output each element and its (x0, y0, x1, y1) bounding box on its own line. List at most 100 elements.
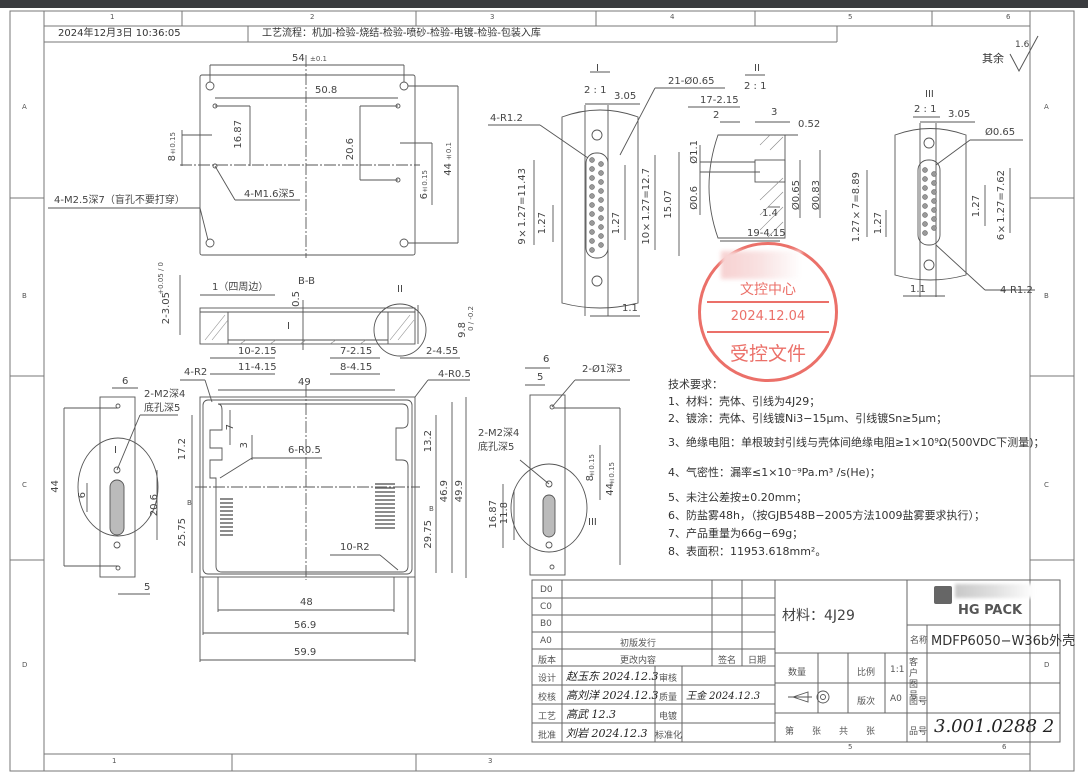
dim-59-9: 59.9 (294, 647, 317, 658)
dim-phi-0-65: Ø0.65 (791, 180, 802, 211)
section-marker-b-right: B (429, 505, 434, 513)
dim-20-6: 20.6 (149, 494, 160, 517)
customer-drawing-label: 客户图号 (909, 658, 919, 701)
dim-1-1: 1.1 (622, 303, 638, 314)
version-label: 版次 (857, 697, 876, 707)
rev-a0-content: 初版发行 (620, 639, 657, 649)
column-label-2: 2 (310, 13, 315, 21)
detail-title: III (925, 89, 934, 100)
dim-3-05: 3.05 (614, 91, 637, 102)
dim-9x1-27: 9×1.27=11.43 (517, 168, 528, 245)
requirements-title: 技术要求： (668, 378, 723, 391)
dim-7: 7 (225, 424, 236, 431)
callout-m2-line1: 2-M2深4 (144, 389, 186, 400)
signoff-sig-design: 赵玉东 2024.12.3 (566, 670, 659, 683)
callout-4-r2: 4-R2 (184, 367, 208, 378)
column-label-5-bottom: 5 (848, 743, 853, 751)
column-label-1-bottom: 1 (112, 757, 117, 765)
dim-5: 5 (537, 372, 544, 383)
signoff-role-quality: 质量 (659, 693, 678, 703)
requirement-8: 8、表面积：11953.618mm²。 (668, 545, 827, 558)
signoff-role-review: 审核 (659, 674, 678, 684)
detail-title: I (596, 63, 599, 74)
dim-6-tol: ±0.15 (421, 170, 429, 194)
company-logo-text: HG PACK (958, 603, 1023, 618)
row-label-d: D (22, 661, 28, 669)
column-label-1: 1 (110, 13, 115, 21)
redacted-company-name (721, 251, 801, 279)
callout-r1-2: 4-R1.2 (1000, 285, 1033, 296)
callout-4-r0-5: 4-R0.5 (438, 369, 471, 380)
material-label: 材料：4J29 (782, 608, 855, 624)
dim-54: 54 (292, 53, 305, 64)
section-marker-b-left: B (187, 499, 192, 507)
rev-header-ver: 版本 (538, 656, 557, 666)
dim-2-4-55: 2-4.55 (426, 346, 459, 357)
dim-49-9: 49.9 (454, 480, 465, 503)
dim-44-tol: ±0.1 (445, 142, 453, 162)
sheet-label: 第 张 共 张 (785, 727, 876, 737)
requirement-4: 4、气密性：漏率≤1×10⁻⁹Pa.m³ /s(He)； (668, 466, 881, 479)
signoff-role-check: 校核 (538, 693, 557, 703)
row-label-a-right: A (1044, 103, 1049, 111)
dim-15-07: 15.07 (663, 190, 674, 219)
callout-pins: 21-Ø0.65 (668, 76, 715, 87)
signoff-role-standard: 标准化 (655, 731, 683, 741)
row-label-b-right: B (1044, 292, 1049, 300)
callout-6-r0-5: 6-R0.5 (288, 445, 321, 456)
dim-29-75: 29.75 (423, 520, 434, 549)
scale-value: 1:1 (890, 665, 905, 675)
dim-wall: 1（四周边） (212, 282, 269, 293)
name-label: 名称 (910, 636, 929, 646)
dim-3: 3 (239, 442, 250, 449)
scale-label: 比例 (857, 668, 876, 678)
view-mark-i: I (114, 445, 117, 456)
signoff-sig-quality: 王金 2024.12.3 (686, 691, 761, 702)
company-logo-icon (934, 586, 952, 604)
dim-10-2-15: 10-2.15 (238, 346, 277, 357)
signoff-role-process: 工艺 (538, 712, 557, 722)
callout-m1-6: 4-M1.6深5 (244, 189, 295, 200)
dim-17-2-15: 17-2.15 (700, 95, 739, 106)
dim-0-52: 0.52 (798, 119, 821, 130)
callout-hole: 2-Ø1深3 (582, 364, 623, 375)
dim-44: 44 (50, 480, 61, 493)
dim-1-27a: 1.27 (537, 212, 548, 235)
detail-title: II (754, 63, 760, 74)
signoff-role-design: 设计 (538, 674, 557, 684)
rev-header-date: 日期 (748, 656, 767, 666)
dim-13-2: 13.2 (423, 430, 434, 453)
rev-c0: C0 (540, 602, 553, 612)
dim-5: 5 (144, 582, 151, 593)
dim-8-4-15: 8-4.15 (340, 362, 373, 373)
dim-11-4-15: 11-4.15 (238, 362, 277, 373)
stamp-label: 受控文件 (729, 343, 806, 365)
drawing-no-label: 图号 (909, 697, 928, 707)
dim-11-8: 11.8 (499, 502, 510, 525)
dim-7-2-15: 7-2.15 (340, 346, 373, 357)
detail-scale: 2 : 1 (744, 81, 767, 92)
dim-8-tol: ±0.15 (169, 132, 177, 156)
controlled-document-stamp: 文控中心 2024.12.04 受控文件 (698, 242, 838, 382)
column-label-6-bottom: 6 (1002, 743, 1007, 751)
surface-finish-label: 其余 (982, 52, 1004, 65)
dim-phi-1-1: Ø1.1 (689, 140, 700, 164)
part-no-label: 品号 (909, 727, 928, 737)
stamp-dept: 文控中心 (740, 282, 796, 298)
dim-6: 6 (543, 354, 550, 365)
signoff-sig-check: 高刘洋 2024.12.3 (566, 689, 659, 702)
dim-6: 6 (419, 193, 430, 200)
dim-56-9: 56.9 (294, 620, 317, 631)
redacted-logo-text (955, 584, 1035, 598)
row-label-c: C (22, 481, 27, 489)
row-label-d-right: D (1044, 661, 1050, 669)
signoff-role-plating: 电镀 (659, 712, 678, 722)
section-title: B-B (298, 276, 315, 287)
dim-6x1-27: 6×1.27=7.62 (996, 170, 1007, 241)
surface-finish-value: 1.6 (1015, 40, 1030, 50)
dim-1-4: 1.4 (762, 208, 778, 219)
signoff-role-approve: 批准 (538, 731, 557, 741)
detail-scale: 2 : 1 (584, 85, 607, 96)
row-label-a: A (22, 103, 27, 111)
